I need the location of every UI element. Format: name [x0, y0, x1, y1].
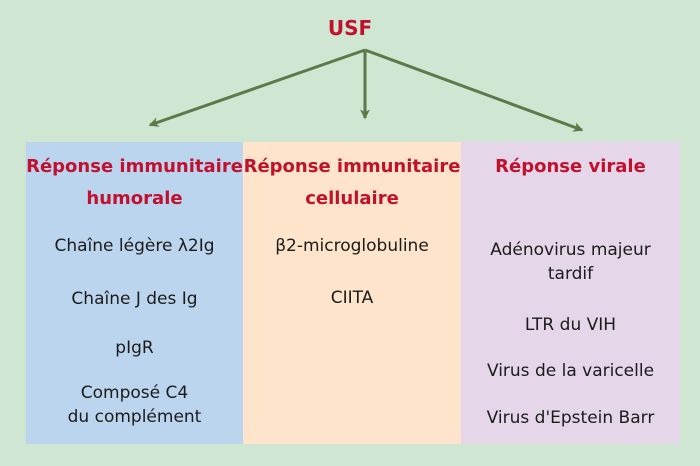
- viral-item: LTR du VIH: [524, 315, 617, 335]
- humoral-item: Chaîne légère λ2Ig: [54, 236, 215, 256]
- usf-title: USF: [327, 16, 373, 40]
- viral-item: Virus de la varicelle: [486, 361, 655, 381]
- viral-column: Réponse virale Adénovirus majeur tardif …: [461, 142, 680, 444]
- humoral-heading: Réponse immunitaire humorale: [26, 156, 243, 209]
- viral-heading: Réponse virale: [495, 156, 646, 177]
- humoral-item: Chaîne J des Ig: [71, 289, 198, 309]
- humoral-item: pIgR: [115, 338, 154, 358]
- cellular-item: CIITA: [330, 288, 374, 308]
- arrow-humoral: [148, 48, 366, 127]
- humoral-column: Réponse immunitaire humorale Chaîne légè…: [26, 142, 243, 444]
- cellular-item: β2-microglobuline: [275, 236, 429, 256]
- cellular-heading: Réponse immunitaire cellulaire: [243, 156, 461, 209]
- viral-item: Adénovirus majeur tardif: [490, 240, 651, 284]
- cellular-column: Réponse immunitaire cellulaire β2-microg…: [243, 142, 461, 444]
- humoral-item: Composé C4 du complément: [67, 383, 202, 427]
- arrow-viral: [364, 48, 584, 132]
- viral-item: Virus d'Epstein Barr: [486, 408, 655, 428]
